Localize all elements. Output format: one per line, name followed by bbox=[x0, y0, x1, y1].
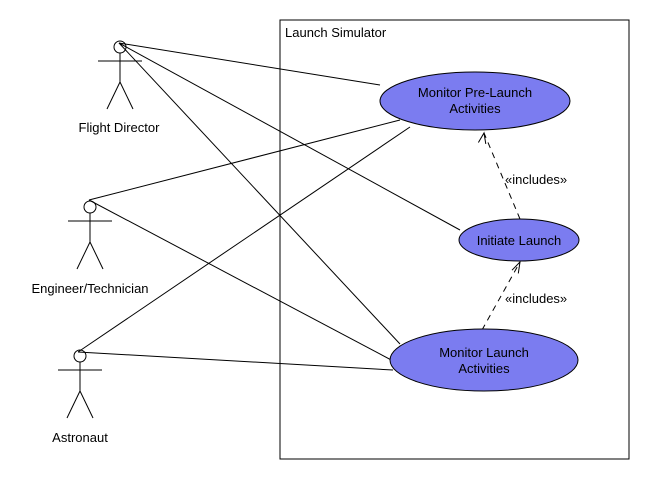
include-line bbox=[481, 261, 521, 331]
actor-label: Engineer/Technician bbox=[31, 281, 148, 296]
use-case-label-line1: Monitor Launch bbox=[439, 345, 529, 360]
actor-left-leg bbox=[76, 241, 91, 270]
actor-flight-director[interactable]: Flight Director bbox=[79, 40, 161, 135]
system-boundary-box bbox=[279, 19, 630, 460]
use-case-ellipse bbox=[379, 71, 571, 131]
use-case-label-line1: Monitor Pre-Launch bbox=[418, 85, 532, 100]
use-case-label: Initiate Launch bbox=[477, 233, 562, 248]
system-title: Launch Simulator bbox=[285, 25, 387, 40]
include-label: «includes» bbox=[505, 291, 567, 306]
association-line bbox=[118, 42, 461, 231]
include-arrowhead bbox=[477, 131, 487, 144]
association-line bbox=[77, 126, 411, 353]
actor-astronaut[interactable]: Astronaut bbox=[52, 349, 108, 445]
associations bbox=[77, 42, 461, 371]
actors: Flight Director Engineer/Technician Astr… bbox=[31, 40, 161, 445]
use-case-monitor-launch[interactable]: Monitor Launch Activities bbox=[389, 328, 579, 392]
system-boundary: Launch Simulator bbox=[279, 19, 630, 460]
actor-left-leg bbox=[106, 81, 121, 110]
include-dependencies: «includes» «includes» bbox=[477, 131, 567, 331]
association-line bbox=[88, 199, 396, 363]
association-line bbox=[88, 119, 401, 201]
actor-label: Astronaut bbox=[52, 430, 108, 445]
use-case-ellipse bbox=[389, 328, 579, 392]
actor-label: Flight Director bbox=[79, 120, 161, 135]
use-case-monitor-pre-launch[interactable]: Monitor Pre-Launch Activities bbox=[379, 71, 571, 131]
association-line bbox=[118, 42, 381, 86]
use-cases: Monitor Pre-Launch Activities Initiate L… bbox=[379, 71, 580, 392]
include-initiate-to-prelaunch: «includes» bbox=[477, 131, 567, 220]
include-line bbox=[483, 132, 521, 220]
association-line bbox=[118, 42, 401, 345]
actor-right-leg bbox=[119, 81, 134, 110]
include-arrowhead bbox=[511, 260, 521, 274]
actor-right-leg bbox=[79, 390, 94, 419]
use-case-label-line2: Activities bbox=[449, 101, 501, 116]
use-case-ellipse bbox=[458, 218, 580, 262]
actor-left-leg bbox=[66, 390, 81, 419]
use-case-initiate-launch[interactable]: Initiate Launch bbox=[458, 218, 580, 262]
actor-head bbox=[83, 200, 97, 214]
include-label: «includes» bbox=[505, 172, 567, 187]
actor-engineer-technician[interactable]: Engineer/Technician bbox=[31, 200, 149, 296]
use-case-label-line2: Activities bbox=[458, 361, 510, 376]
include-monitor-to-initiate: «includes» bbox=[481, 260, 567, 331]
actor-right-leg bbox=[89, 241, 104, 270]
association-line bbox=[77, 351, 394, 371]
